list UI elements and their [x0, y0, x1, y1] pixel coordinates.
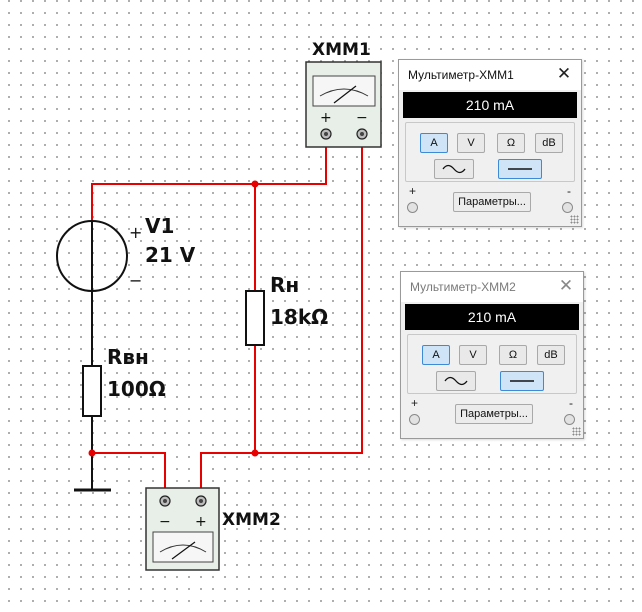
ac-button[interactable] — [436, 371, 476, 391]
ac-button[interactable] — [434, 159, 474, 179]
xmm2-minus: − — [159, 514, 171, 530]
ohmmeter-button[interactable]: Ω — [497, 133, 525, 153]
multimeter-xmm1-panel[interactable]: Мультиметр-XMM1 ✕ 210 mA A V Ω dB + - Па… — [398, 59, 582, 227]
rvn-value: 100Ω — [107, 377, 166, 401]
parameters-button[interactable]: Параметры... — [453, 192, 531, 212]
mode-group: A V Ω dB — [407, 334, 577, 394]
junction-dot — [251, 180, 259, 188]
xmm2-plus: + — [195, 514, 207, 530]
junction-dot — [251, 449, 259, 457]
ac-wave-icon — [444, 376, 468, 386]
panel-title: Мультиметр-XMM1 — [408, 68, 514, 82]
decibel-button[interactable]: dB — [535, 133, 563, 153]
multimeter-xmm2-panel[interactable]: Мультиметр-XMM2 ✕ 210 mA A V Ω dB + - Па… — [400, 271, 584, 439]
voltmeter-button[interactable]: V — [459, 345, 487, 365]
ac-wave-icon — [442, 164, 466, 174]
negative-terminal-icon[interactable] — [562, 202, 573, 213]
v1-minus-sign: − — [129, 271, 142, 290]
junction-dot — [88, 449, 96, 457]
wire-rvn-to-xmm2[interactable] — [91, 416, 166, 493]
xmm2-label: XMM2 — [222, 510, 281, 530]
multimeter-xmm2-symbol[interactable] — [145, 487, 220, 571]
positive-terminal-icon[interactable] — [407, 202, 418, 213]
panel-titlebar[interactable]: Мультиметр-XMM2 ✕ — [401, 272, 583, 302]
resistor-rh[interactable] — [245, 290, 265, 346]
reading-display: 210 mA — [403, 92, 577, 118]
voltage-source-v1[interactable] — [56, 220, 128, 292]
resize-grip-icon[interactable] — [570, 215, 579, 224]
dc-button[interactable] — [500, 371, 544, 391]
panel-title: Мультиметр-XMM2 — [410, 280, 516, 294]
wire-xmm1-minus[interactable] — [200, 141, 363, 493]
dc-line-icon — [510, 380, 534, 382]
resize-grip-icon[interactable] — [572, 427, 581, 436]
negative-terminal-label: - — [569, 396, 573, 410]
ohmmeter-button[interactable]: Ω — [499, 345, 527, 365]
multimeter-xmm1-symbol[interactable] — [305, 61, 382, 148]
rh-value: 18kΩ — [270, 305, 328, 329]
xmm1-minus: − — [356, 110, 368, 126]
dc-button[interactable] — [498, 159, 542, 179]
reading-display: 210 mA — [405, 304, 579, 330]
parameters-button[interactable]: Параметры... — [455, 404, 533, 424]
xmm1-plus: + — [320, 110, 332, 126]
voltmeter-button[interactable]: V — [457, 133, 485, 153]
v1-value: 21 V — [145, 243, 196, 267]
rh-name: Rн — [270, 273, 299, 297]
positive-terminal-icon[interactable] — [409, 414, 420, 425]
positive-terminal-label: + — [411, 396, 419, 410]
resistor-rvn[interactable] — [82, 365, 102, 417]
v1-name: V1 — [145, 214, 174, 238]
wire-top[interactable] — [91, 141, 327, 220]
v1-plus-sign: + — [129, 223, 142, 242]
positive-terminal-label: + — [409, 184, 417, 198]
negative-terminal-icon[interactable] — [564, 414, 575, 425]
junctions — [88, 180, 259, 457]
ammeter-button[interactable]: A — [420, 133, 448, 153]
close-icon[interactable]: ✕ — [556, 64, 572, 83]
mode-group: A V Ω dB — [405, 122, 575, 182]
close-icon[interactable]: ✕ — [558, 276, 574, 295]
xmm1-label: XMM1 — [312, 40, 371, 60]
negative-terminal-label: - — [567, 184, 571, 198]
decibel-button[interactable]: dB — [537, 345, 565, 365]
ammeter-button[interactable]: A — [422, 345, 450, 365]
dc-line-icon — [508, 168, 532, 170]
rvn-name: Rвн — [107, 345, 149, 369]
panel-titlebar[interactable]: Мультиметр-XMM1 ✕ — [399, 60, 581, 90]
